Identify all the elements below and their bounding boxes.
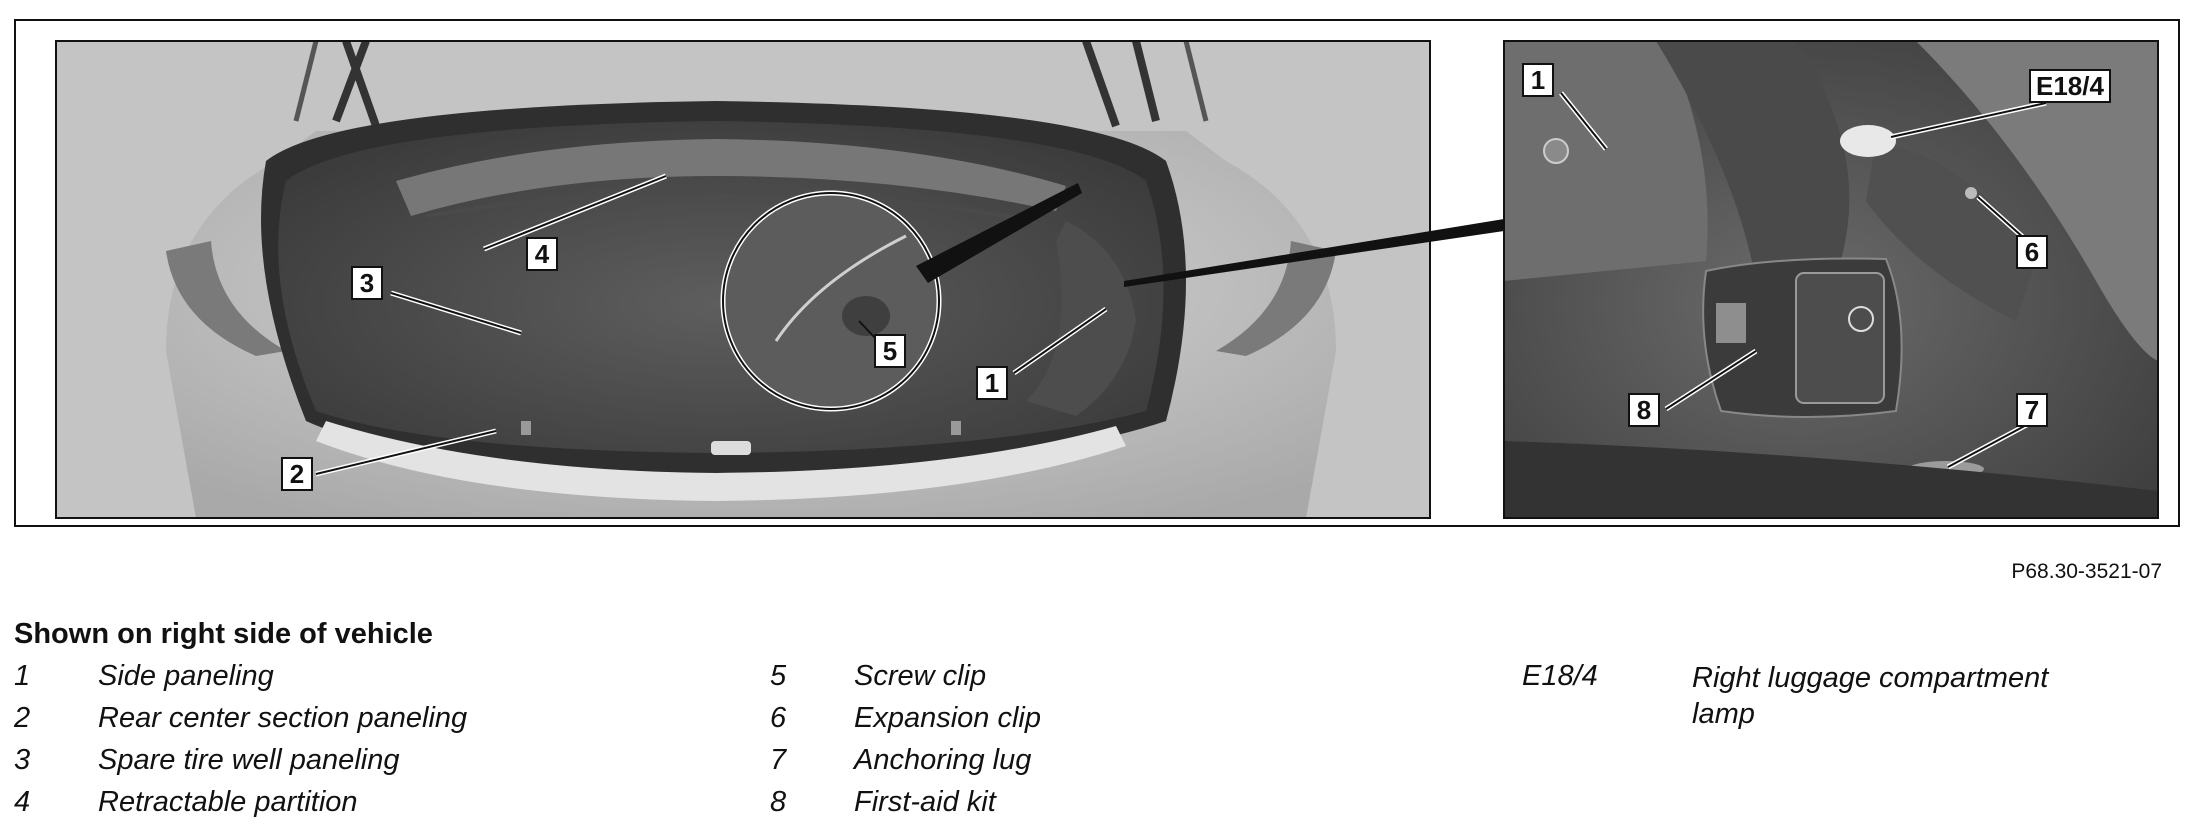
callout-label: 4 <box>526 237 558 271</box>
legend-item: 5 Screw clip <box>770 660 1270 702</box>
callout-label: 8 <box>1628 393 1660 427</box>
legend-label: First-aid kit <box>854 786 996 818</box>
figure-frame: 4 3 2 5 1 1 E18/4 6 7 8 <box>14 19 2180 527</box>
legend-column-1: 1 Side paneling 2 Rear center section pa… <box>14 660 714 828</box>
legend-key: E18/4 <box>1522 660 1598 692</box>
legend-item: 4 Retractable partition <box>14 786 714 828</box>
legend-label: Retractable partition <box>98 786 358 818</box>
callout-label: 6 <box>2016 235 2048 269</box>
legend-item: 6 Expansion clip <box>770 702 1270 744</box>
callout-label: 7 <box>2016 393 2048 427</box>
legend-key: 6 <box>770 702 787 734</box>
left-photo <box>56 41 1430 518</box>
legend-item: 3 Spare tire well paneling <box>14 744 714 786</box>
legend-label: Spare tire well paneling <box>98 744 400 776</box>
legend-key: 8 <box>770 786 787 818</box>
legend-label: Rear center section paneling <box>98 702 468 734</box>
legend-key: 1 <box>14 660 31 692</box>
legend-key: 7 <box>770 744 787 776</box>
callout-label: 1 <box>1522 63 1554 97</box>
callout-label: E18/4 <box>2029 69 2111 103</box>
legend-key: 2 <box>14 702 31 734</box>
legend-key: 3 <box>14 744 31 776</box>
legend-item: 8 First-aid kit <box>770 786 1270 828</box>
legend-key: 5 <box>770 660 787 692</box>
legend-label: Right luggage compartment lamp <box>1692 662 2049 730</box>
legend-key: 4 <box>14 786 31 818</box>
legend-column-3: E18/4 Right luggage compartment lamp <box>1522 660 2142 740</box>
caption-title: Shown on right side of vehicle <box>14 618 433 650</box>
right-photo <box>1504 41 2158 518</box>
callout-label: 2 <box>281 457 313 491</box>
legend-label: Side paneling <box>98 660 274 692</box>
legend-column-2: 5 Screw clip 6 Expansion clip 7 Anchorin… <box>770 660 1270 828</box>
callout-label: 5 <box>874 334 906 368</box>
figure-id: P68.30-3521-07 <box>2011 560 2162 583</box>
legend-item: E18/4 Right luggage compartment lamp <box>1522 660 2142 740</box>
callout-label: 3 <box>351 266 383 300</box>
legend-label: Expansion clip <box>854 702 1041 734</box>
callout-label: 1 <box>976 366 1008 400</box>
legend-item: 1 Side paneling <box>14 660 714 702</box>
legend-item: 7 Anchoring lug <box>770 744 1270 786</box>
legend-label: Screw clip <box>854 660 987 692</box>
legend-item: 2 Rear center section paneling <box>14 702 714 744</box>
legend-label: Anchoring lug <box>854 744 1032 776</box>
trunk-illustration <box>55 40 2159 519</box>
